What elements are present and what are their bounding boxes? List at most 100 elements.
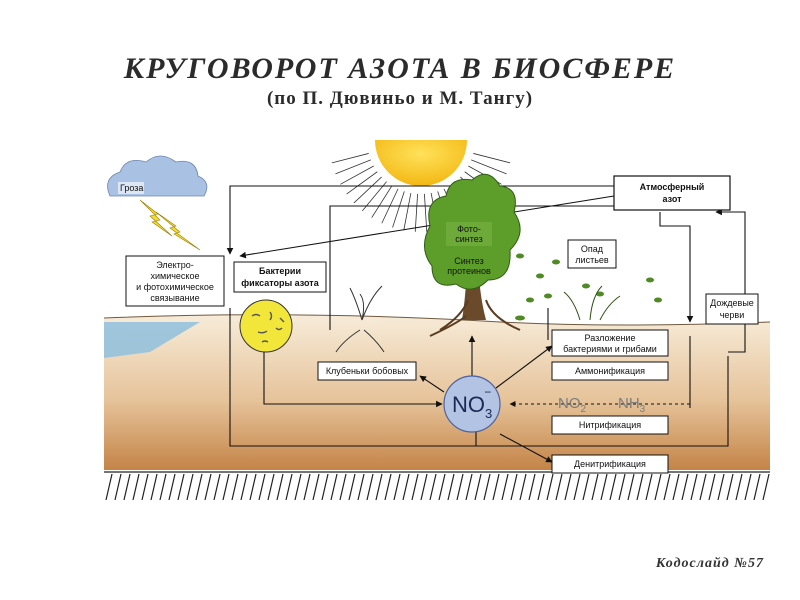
hatch-line [708, 473, 716, 501]
hatch-line [447, 473, 455, 501]
hatch-line [276, 473, 284, 501]
sun-ray [331, 153, 369, 164]
hatch-line [492, 473, 500, 501]
sun-ray [340, 165, 374, 185]
sun-ray [392, 191, 405, 228]
no2-base: NO [558, 395, 581, 412]
slide-footer: Кодослайд №57 [655, 556, 764, 571]
hatch-line [222, 473, 230, 501]
sun-ray [473, 153, 511, 164]
hatch-line [537, 473, 545, 501]
bacteria-cell-icon [239, 299, 293, 353]
bush-icon [563, 285, 621, 321]
electro-label-3: и фотохимическое [136, 282, 214, 292]
electro-label-4: связывание [150, 293, 199, 303]
hatch-line [384, 473, 392, 501]
hatch-line [582, 473, 590, 501]
hatch-line [312, 473, 320, 501]
hatch-line [267, 473, 275, 501]
hatch-line [564, 473, 572, 501]
hatch-line [609, 473, 617, 501]
hatch-line [132, 473, 140, 501]
sun-ray [371, 185, 393, 218]
soil-layer [104, 314, 770, 470]
hatch-line [645, 473, 653, 501]
bedrock-hatch [104, 471, 770, 501]
hatch-line [357, 473, 365, 501]
electro-label-2: химическое [151, 271, 200, 281]
hatch-line [402, 473, 410, 501]
hatch-line [195, 473, 203, 501]
photo-label-1: Фото- [457, 224, 481, 234]
litter-label-2: листьев [575, 255, 609, 265]
hatch-line [321, 473, 329, 501]
hatch-line [654, 473, 662, 501]
hatch-line [690, 473, 698, 501]
hatch-line [159, 473, 167, 501]
hatch-line [366, 473, 374, 501]
hatch-line [411, 473, 419, 501]
nodules-label: Клубеньки бобовых [326, 366, 409, 376]
hatch-line [555, 473, 563, 501]
protein-label-2: протеинов [447, 266, 491, 276]
ground-surface [103, 314, 771, 326]
hatch-line [150, 473, 158, 501]
box-nodules: Клубеньки бобовых [317, 361, 417, 381]
no2-sub: 2 [581, 404, 587, 415]
sun-ray [346, 171, 378, 195]
sun-ray [335, 159, 371, 175]
no3-node: NO3− [443, 375, 501, 433]
decomp-label-2: бактериями и грибами [563, 344, 657, 354]
sun-ray [471, 159, 507, 175]
hatch-line [636, 473, 644, 501]
no3-base: NO [452, 392, 485, 417]
hatch-line [591, 473, 599, 501]
bacteria-label-1: Бактерии [259, 266, 301, 276]
hatch-line [231, 473, 239, 501]
hatch-line [330, 473, 338, 501]
electro-label-1: Электро- [156, 260, 194, 270]
hatch-line [348, 473, 356, 501]
nh3-sub: 3 [640, 404, 646, 415]
nh3-base: NH [618, 395, 640, 412]
hatch-line [735, 473, 743, 501]
hatch-line [726, 473, 734, 501]
hatch-line [429, 473, 437, 501]
storm-label: Гроза [120, 183, 143, 193]
hatch-line [519, 473, 527, 501]
water [104, 322, 200, 358]
sun-ray [423, 193, 428, 232]
hatch-line [204, 473, 212, 501]
box-litter: Опад листьев [567, 239, 617, 269]
worms-label-1: Дождевые [710, 298, 754, 308]
nh3-label: NH3 [618, 395, 646, 415]
hatch-line [672, 473, 680, 501]
hatch-line [474, 473, 482, 501]
hatch-line [168, 473, 176, 501]
box-worms: Дождевые черви [705, 293, 759, 325]
hatch-line [213, 473, 221, 501]
photosynthesis-bg [446, 222, 492, 246]
hatch-line [528, 473, 536, 501]
hatch-line [483, 473, 491, 501]
hatch-line [753, 473, 761, 501]
hatch-line [600, 473, 608, 501]
hatch-line [699, 473, 707, 501]
litter-label-1: Опад [581, 244, 604, 254]
box-ammonification: Аммонификация [551, 361, 669, 381]
hatch-line [501, 473, 509, 501]
page-subtitle: (по П. Дювиньо и М. Тангу) [266, 88, 534, 109]
hatch-line [123, 473, 131, 501]
hatch-line [375, 473, 383, 501]
protein-label-1: Синтез [454, 256, 483, 266]
box-bacteria: Бактерии фиксаторы азота [233, 261, 327, 293]
lightning-icon [139, 199, 201, 251]
hatch-line [141, 473, 149, 501]
worms-label-2: черви [720, 310, 745, 320]
atmospheric-label-1: Атмосферный [640, 182, 705, 192]
leaves-icon [515, 253, 662, 321]
sun-ray [414, 193, 419, 232]
hatch-line [546, 473, 554, 501]
hatch-line [177, 473, 185, 501]
